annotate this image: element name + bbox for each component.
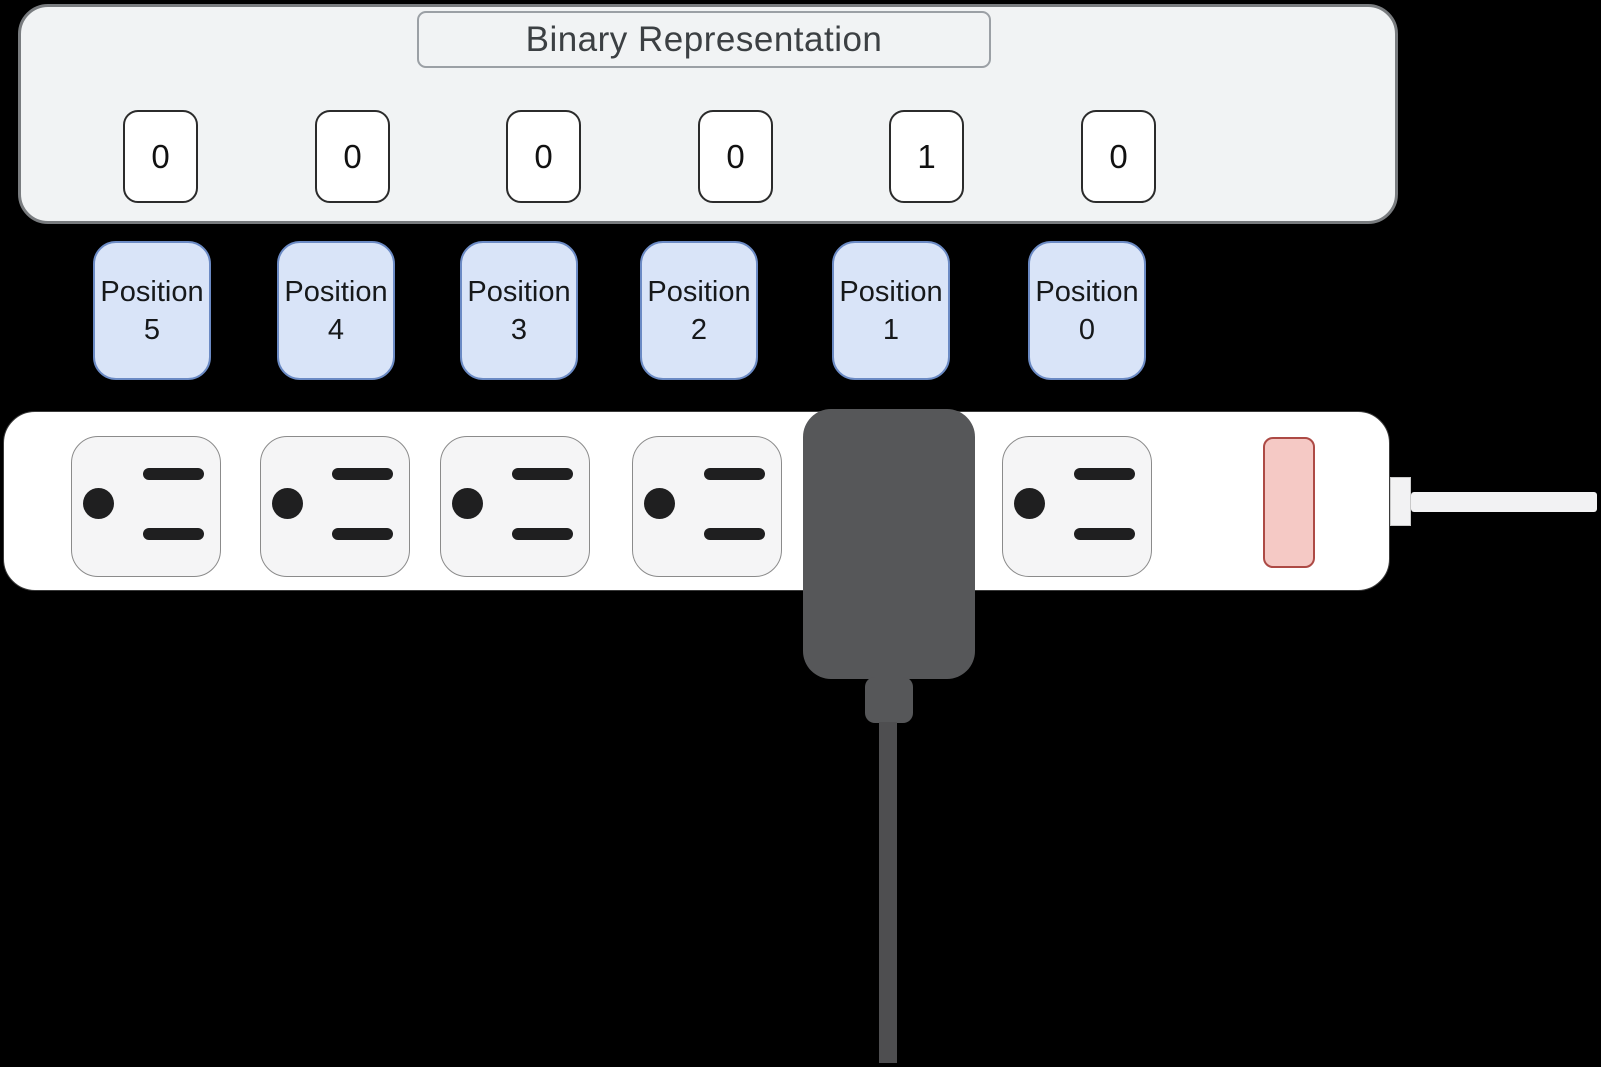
position-label-number: 0 bbox=[1078, 313, 1096, 346]
panel-title: Binary Representation bbox=[417, 11, 991, 68]
bit-box-position-1[interactable]: 1 bbox=[889, 110, 964, 203]
position-label-number: 5 bbox=[143, 313, 161, 346]
outlet-slot-bottom-icon bbox=[512, 528, 573, 540]
plug-cable bbox=[879, 722, 897, 1063]
outlet-ground-hole-icon bbox=[272, 488, 303, 519]
outlet-position-2[interactable] bbox=[632, 436, 782, 577]
outlet-slot-top-icon bbox=[1074, 468, 1135, 480]
outlet-slot-bottom-icon bbox=[704, 528, 765, 540]
strip-power-cord bbox=[1411, 492, 1597, 512]
position-label-text: Position bbox=[647, 275, 751, 308]
position-label-1: Position 1 bbox=[832, 241, 950, 380]
bit-box-position-3[interactable]: 0 bbox=[506, 110, 581, 203]
strip-cord-strain-relief bbox=[1390, 477, 1411, 526]
outlet-position-4[interactable] bbox=[260, 436, 410, 577]
position-label-number: 3 bbox=[510, 313, 528, 346]
bit-box-position-5[interactable]: 0 bbox=[123, 110, 198, 203]
outlet-slot-bottom-icon bbox=[332, 528, 393, 540]
bit-box-position-4[interactable]: 0 bbox=[315, 110, 390, 203]
outlet-slot-top-icon bbox=[143, 468, 204, 480]
plug-strain-relief bbox=[865, 677, 913, 723]
bit-box-position-0[interactable]: 0 bbox=[1081, 110, 1156, 203]
position-label-2: Position 2 bbox=[640, 241, 758, 380]
outlet-slot-bottom-icon bbox=[143, 528, 204, 540]
outlet-ground-hole-icon bbox=[644, 488, 675, 519]
position-label-text: Position bbox=[284, 275, 388, 308]
power-switch[interactable] bbox=[1263, 437, 1315, 568]
position-label-0: Position 0 bbox=[1028, 241, 1146, 380]
outlet-slot-bottom-icon bbox=[1074, 528, 1135, 540]
position-label-text: Position bbox=[1035, 275, 1139, 308]
bit-box-position-2[interactable]: 0 bbox=[698, 110, 773, 203]
outlet-position-5[interactable] bbox=[71, 436, 221, 577]
outlet-slot-top-icon bbox=[332, 468, 393, 480]
position-label-5: Position 5 bbox=[93, 241, 211, 380]
position-label-text: Position bbox=[467, 275, 571, 308]
position-label-4: Position 4 bbox=[277, 241, 395, 380]
outlet-position-3[interactable] bbox=[440, 436, 590, 577]
outlet-slot-top-icon bbox=[512, 468, 573, 480]
plug-position-1[interactable] bbox=[803, 409, 975, 679]
position-label-number: 4 bbox=[327, 313, 345, 346]
position-label-text: Position bbox=[100, 275, 204, 308]
position-label-number: 1 bbox=[882, 313, 900, 346]
position-label-text: Position bbox=[839, 275, 943, 308]
outlet-ground-hole-icon bbox=[452, 488, 483, 519]
binary-panel: Binary Representation 0 0 0 0 1 0 bbox=[18, 4, 1398, 224]
outlet-ground-hole-icon bbox=[83, 488, 114, 519]
power-strip bbox=[3, 411, 1390, 591]
outlet-slot-top-icon bbox=[704, 468, 765, 480]
outlet-ground-hole-icon bbox=[1014, 488, 1045, 519]
position-label-number: 2 bbox=[690, 313, 708, 346]
position-label-3: Position 3 bbox=[460, 241, 578, 380]
outlet-position-0[interactable] bbox=[1002, 436, 1152, 577]
